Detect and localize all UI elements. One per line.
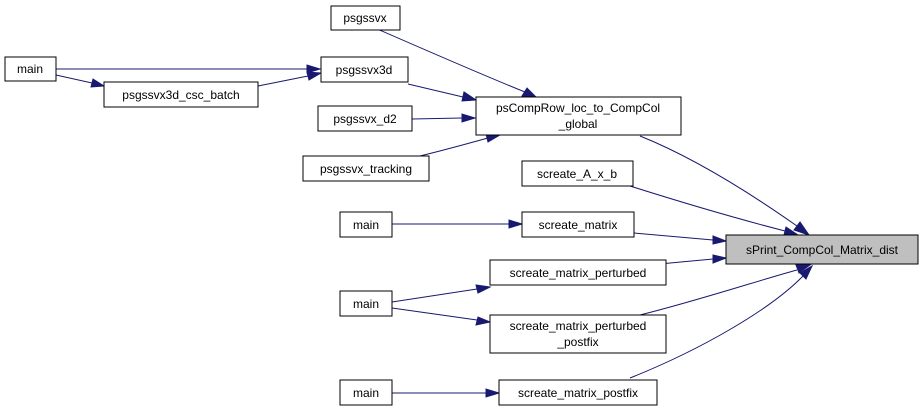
edge-psgssvx_d2-to-pscomprow <box>411 117 463 120</box>
node-main2[interactable]: main <box>339 211 393 238</box>
arrowhead <box>793 221 811 236</box>
node-main1[interactable]: main <box>4 56 57 82</box>
node-label: psgssvx_tracking <box>320 162 412 176</box>
node-screate_matrix[interactable]: screate_matrix <box>521 211 635 238</box>
arrowhead <box>508 219 524 229</box>
arrowhead <box>306 71 323 81</box>
node-target[interactable]: sPrint_CompCol_Matrix_dist <box>725 234 919 265</box>
edge-screate_A_x_b-to-target <box>629 185 786 232</box>
edge-screate_matrix_perturbed_postfix-to-target <box>639 269 798 316</box>
node-label: psCompRow_loc_to_CompCol <box>496 101 660 115</box>
arrowhead <box>712 254 728 264</box>
node-label: main <box>353 218 379 232</box>
edge-psgssvx-to-pscomprow <box>374 27 526 93</box>
node-label: screate_matrix_perturbed <box>510 266 647 280</box>
edge-main3-to-screate_matrix_perturbed <box>391 288 478 303</box>
node-label: psgssvx3d <box>336 63 393 77</box>
node-label: screate_matrix_postfix <box>518 386 638 400</box>
node-label: psgssvx <box>343 11 386 25</box>
node-label: main <box>353 297 379 311</box>
node-pscomprow[interactable]: psCompRow_loc_to_CompCol _global <box>475 96 682 136</box>
edge-psgssvx_tracking-to-pscomprow <box>419 137 489 157</box>
node-screate_A_x_b[interactable]: screate_A_x_b <box>521 160 634 187</box>
edge-screate_matrix-to-target <box>633 232 714 241</box>
arrowhead <box>799 264 814 280</box>
edge-screate_matrix_postfix-to-target <box>629 275 804 379</box>
edge-main1-to-batch <box>55 74 93 84</box>
arrowhead <box>485 388 501 398</box>
arrowhead <box>475 284 492 294</box>
node-label: psgssvx3d_csc_batch <box>122 88 239 102</box>
node-label: psgssvx_d2 <box>333 112 397 126</box>
node-psgssvx[interactable]: psgssvx <box>330 5 401 31</box>
node-label: main <box>353 386 379 400</box>
node-main3[interactable]: main <box>339 290 393 317</box>
node-screate_matrix_postfix[interactable]: screate_matrix_postfix <box>498 379 658 406</box>
node-label: screate_A_x_b <box>537 167 617 181</box>
node-batch[interactable]: psgssvx3d_csc_batch <box>103 81 259 108</box>
node-label: screate_matrix_perturbed <box>510 319 647 333</box>
node-label: sPrint_CompCol_Matrix_dist <box>746 243 899 257</box>
node-label: _global <box>558 117 598 131</box>
node-main4[interactable]: main <box>339 379 393 406</box>
arrowhead <box>461 113 477 123</box>
node-screate_matrix_perturbed_postfix[interactable]: screate_matrix_perturbed _postfix <box>489 314 667 354</box>
edge-main3-to-screate_matrix_perturbed_postfix <box>391 307 478 321</box>
edge-batch-to-psgssvx3d <box>257 75 309 87</box>
arrowhead <box>712 235 728 245</box>
node-label: main <box>17 62 43 76</box>
node-psgssvx_tracking[interactable]: psgssvx_tracking <box>302 155 430 182</box>
node-psgssvx3d[interactable]: psgssvx3d <box>320 56 409 83</box>
edge-pscomprow-to-target <box>639 135 798 227</box>
edge-psgssvx3d-to-pscomprow <box>407 83 464 98</box>
node-label: screate_matrix <box>539 218 618 232</box>
arrowhead <box>306 64 322 74</box>
arrowhead <box>461 91 478 102</box>
arrowhead <box>475 316 492 326</box>
arrowhead <box>90 78 106 88</box>
node-screate_matrix_perturbed[interactable]: screate_matrix_perturbed <box>489 259 667 286</box>
arrowhead <box>795 264 812 274</box>
edges <box>55 27 814 398</box>
node-psgssvx_d2[interactable]: psgssvx_d2 <box>317 105 413 132</box>
node-label: _postfix <box>556 335 598 349</box>
